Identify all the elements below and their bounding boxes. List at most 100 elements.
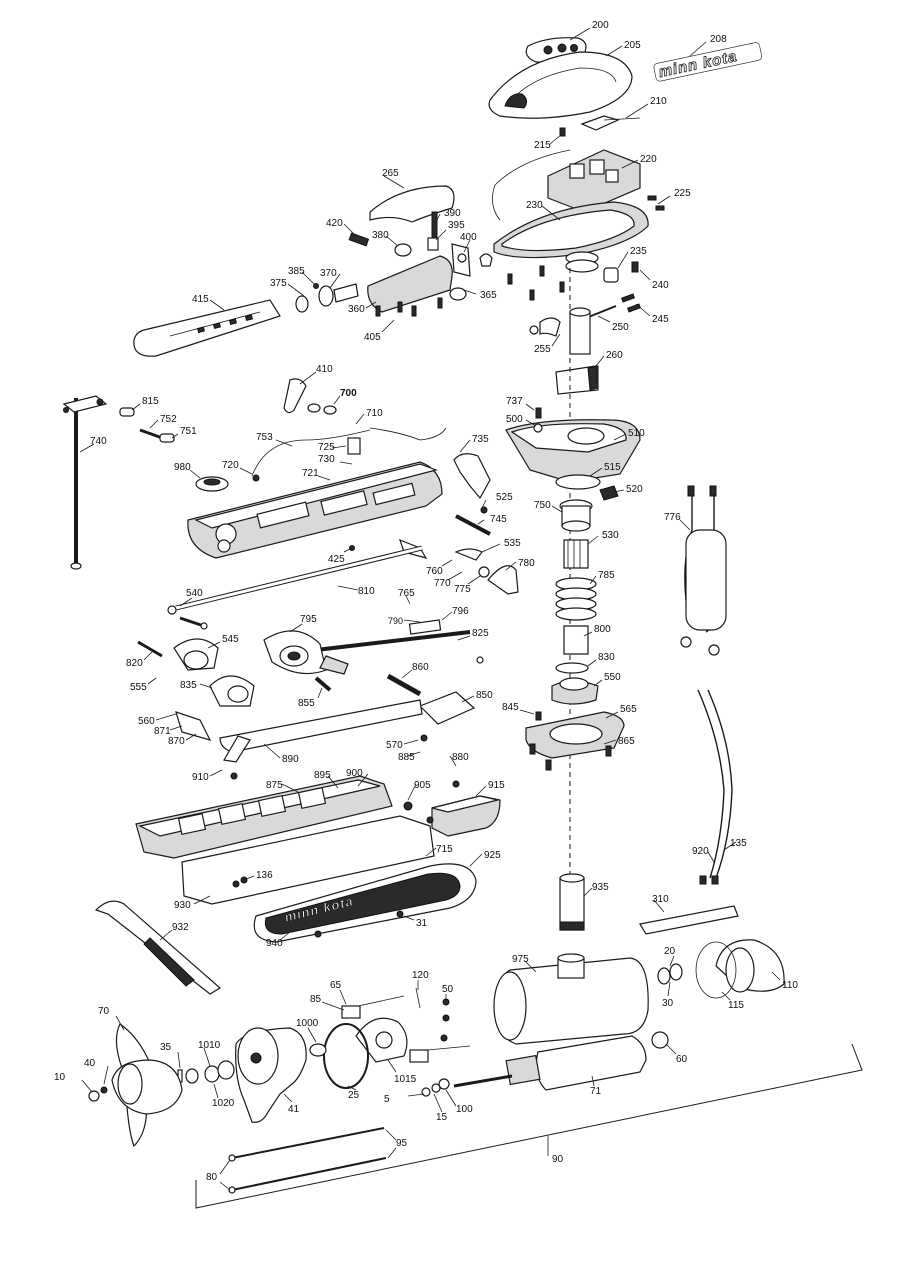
callout-label: 770 <box>434 578 451 589</box>
leader <box>347 1085 357 1091</box>
bearing <box>657 967 671 985</box>
leader <box>441 611 453 621</box>
handle-pin <box>313 283 319 289</box>
leader <box>199 683 213 689</box>
leader <box>403 739 419 745</box>
bushing <box>476 656 484 664</box>
callout-label: 550 <box>604 672 621 683</box>
tiller-base <box>367 255 453 313</box>
nut <box>529 325 539 335</box>
leader <box>587 659 597 667</box>
lever-arm <box>283 378 307 414</box>
callout-label: 420 <box>326 218 343 229</box>
callout-label: 775 <box>454 584 471 595</box>
callout-label: 135 <box>730 838 747 849</box>
callout-label: 765 <box>398 588 415 599</box>
callout-label: 895 <box>314 770 331 781</box>
callout-label: 35 <box>160 1042 172 1053</box>
cable-stop <box>347 437 361 455</box>
leader <box>463 239 471 253</box>
callout-label: 530 <box>602 530 619 541</box>
screw <box>426 816 434 824</box>
callout-label: 910 <box>192 772 209 783</box>
washer <box>478 566 490 578</box>
leader <box>589 575 597 585</box>
armature <box>535 1035 647 1091</box>
leader <box>279 931 291 941</box>
leader <box>299 371 317 385</box>
callout-label: 120 <box>412 970 429 981</box>
callout-label: 365 <box>480 290 497 301</box>
leader <box>307 1027 317 1043</box>
callout-label: 70 <box>98 1006 110 1017</box>
control-cable <box>251 429 371 477</box>
callout-label: 375 <box>270 278 287 289</box>
callout-label: 795 <box>300 614 317 625</box>
callout-label: 60 <box>676 1054 688 1065</box>
callout-label: 932 <box>172 922 189 933</box>
leader <box>283 1093 293 1103</box>
nose-cone-hub <box>250 1052 262 1064</box>
leader <box>525 403 535 411</box>
connector <box>711 875 719 885</box>
leader <box>657 195 671 205</box>
release-button-center <box>203 478 221 486</box>
grip-slot <box>196 326 205 334</box>
callout-label: 410 <box>316 364 333 375</box>
leader <box>635 303 651 317</box>
callout-label: 565 <box>620 704 637 715</box>
screw <box>437 297 443 309</box>
leader <box>239 467 253 475</box>
callout-label: 1015 <box>394 1074 417 1085</box>
leader <box>771 971 781 981</box>
connector <box>687 485 695 497</box>
callout-label: 800 <box>594 624 611 635</box>
callout-label: 10 <box>54 1072 66 1083</box>
leader <box>81 1079 93 1093</box>
callout-label: 730 <box>318 454 335 465</box>
leader <box>525 961 537 973</box>
tiller-spring <box>431 211 438 239</box>
leader <box>551 333 561 347</box>
callout-label: 80 <box>206 1172 218 1183</box>
bracket-bolt <box>63 407 69 413</box>
sensor-board <box>580 115 620 131</box>
pivot-lever <box>219 699 423 753</box>
leader <box>331 445 347 449</box>
tiller-ring <box>449 287 467 301</box>
callout-label: 720 <box>222 460 239 471</box>
leader <box>301 271 315 285</box>
screw <box>232 880 240 888</box>
base-rib <box>257 794 287 818</box>
callout-label: 15 <box>436 1112 448 1123</box>
callout-label: 425 <box>328 554 345 565</box>
leader <box>381 319 395 333</box>
callout-label: 780 <box>518 558 535 569</box>
callout-label: 855 <box>298 698 315 709</box>
gear <box>563 625 589 655</box>
pivot-bearing <box>183 650 209 670</box>
screw <box>559 281 565 293</box>
lower-unit <box>88 905 863 1209</box>
callout-label: 725 <box>318 442 335 453</box>
washer <box>555 662 589 674</box>
lanyard-band <box>143 937 195 987</box>
leader <box>327 775 339 789</box>
callout-label: 310 <box>652 894 669 905</box>
callout-label: 50 <box>442 984 454 995</box>
callout-label: 405 <box>364 332 381 343</box>
callout-label: 850 <box>476 690 493 701</box>
brush-plate-hub <box>375 1031 393 1049</box>
callout-label: 500 <box>506 414 523 425</box>
top-cover-opening <box>504 93 528 109</box>
screw <box>535 711 542 721</box>
leader <box>665 1043 677 1055</box>
screw <box>529 743 536 755</box>
callout-label: 250 <box>612 322 629 333</box>
pivot-bar-inner <box>175 546 423 610</box>
spring-link <box>454 548 483 561</box>
leader <box>287 283 305 297</box>
base-rib <box>297 786 327 810</box>
mounting-plate-bore <box>549 723 603 745</box>
thru-bolt <box>231 1127 385 1159</box>
